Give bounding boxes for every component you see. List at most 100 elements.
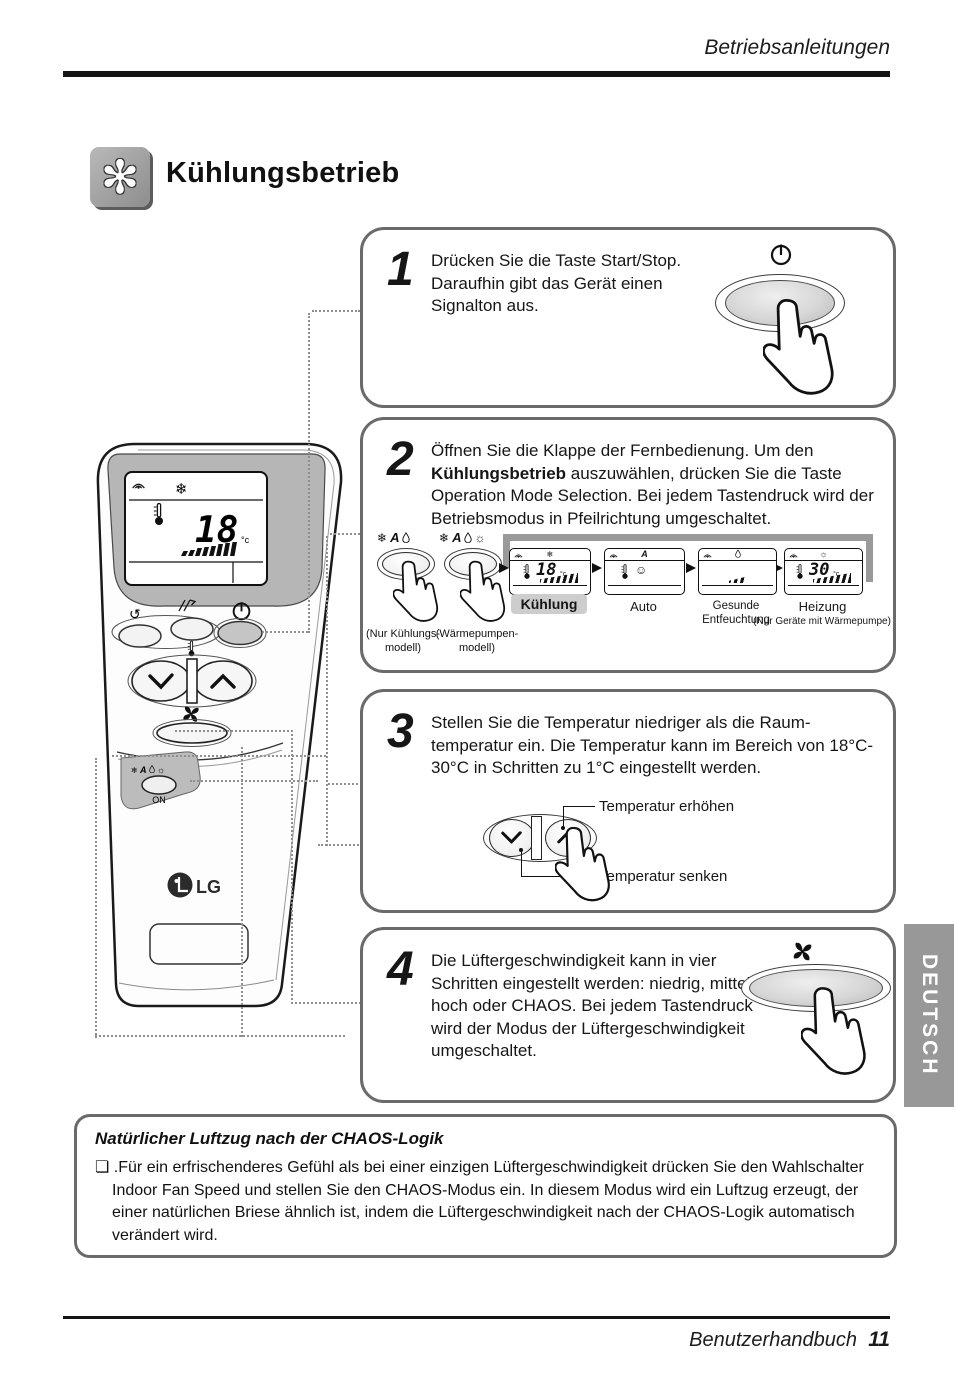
jet-cool-icon: ↺ — [129, 606, 141, 622]
battery-cover — [149, 923, 249, 965]
callout-line — [521, 876, 595, 877]
connector-dotted — [95, 1035, 345, 1037]
mode-symbols-heatpump: ❄A☼ — [439, 530, 486, 545]
arrow-right-icon — [592, 563, 602, 573]
mode-symbols-cooling: ❄A — [377, 530, 410, 545]
step-4-text: Die Lüftergeschwindigkeit kann in vier S… — [431, 951, 756, 1061]
panel-unit: °c — [833, 571, 840, 578]
connector-dotted — [328, 783, 362, 785]
connector-dotted — [291, 1002, 361, 1004]
connector-dotted — [318, 844, 362, 846]
lg-logo: LG — [167, 872, 221, 898]
header-section-title: Betriebsanleitungen — [704, 36, 890, 59]
language-tab: DEUTSCH — [904, 924, 954, 1107]
mode-button-caption: (Wärmepumpen- modell) — [435, 628, 519, 654]
lcd-panel-dry — [698, 548, 777, 595]
drop-icon — [402, 532, 410, 543]
hand-icon — [555, 826, 611, 904]
sun-icon: ☼ — [819, 549, 828, 559]
power-icon — [769, 242, 793, 266]
smiley-icon: ☺ — [635, 563, 648, 577]
step-number: 3 — [387, 705, 414, 758]
lcd-snowflake-icon: ❄ — [175, 481, 188, 498]
panel-caption-heating: Heizung — [798, 599, 847, 614]
mode-cycle-loop — [503, 534, 873, 541]
auto-icon: A — [641, 549, 648, 559]
snowflake-icon: ❄ — [377, 530, 389, 545]
step-4-box: 4 Die Lüftergeschwindigkeit kann in vier… — [360, 927, 896, 1103]
square-bullet-icon: ❏ — [95, 1159, 110, 1176]
panel-caption-heating-sub: (Nur Geräte mit Wärmepumpe) — [753, 616, 891, 627]
note-title: Natürlicher Luftzug nach der CHAOS-Logik — [95, 1129, 444, 1148]
lcd-temperature: 18 — [195, 510, 238, 551]
connector-dotted — [312, 310, 360, 312]
fan-bars-icon — [729, 577, 745, 583]
panel-caption-cooling: Kühlung — [510, 594, 588, 614]
step-number: 2 — [387, 433, 414, 486]
auto-icon: A — [390, 530, 401, 545]
connector-dotted — [330, 533, 360, 535]
step-3-text: Stellen Sie die Temperatur niedriger als… — [431, 713, 874, 778]
step-2-text: Öffnen Sie die Klappe der Fernbedienung.… — [431, 441, 874, 528]
footer-label: Benutzerhandbuch — [689, 1329, 858, 1351]
chevron-up-icon — [210, 673, 236, 689]
fan-speed-button — [156, 722, 228, 744]
lcd-fan-bars — [181, 542, 237, 556]
snowflake-icon: ✻ — [100, 151, 140, 203]
mode-cycle-loop — [866, 534, 873, 582]
svg-text:☼: ☼ — [157, 765, 165, 775]
arrow-right-icon — [686, 563, 696, 573]
connector-dotted — [308, 313, 310, 633]
panel-caption-auto: Auto — [630, 599, 657, 614]
drop-icon — [464, 532, 472, 543]
sun-icon: ☼ — [474, 530, 487, 545]
step-number: 4 — [387, 943, 414, 996]
fan-icon — [791, 940, 814, 963]
connector-dotted — [326, 536, 328, 846]
lcd-panel-auto: A ☺ — [604, 548, 685, 595]
step-2-box: 2 Öffnen Sie die Klappe der Fernbedienun… — [360, 417, 896, 673]
chaos-note-box: Natürlicher Luftzug nach der CHAOS-Logik… — [74, 1114, 897, 1258]
temp-up-button — [193, 660, 253, 702]
svg-text:❄: ❄ — [131, 766, 138, 775]
drop-icon — [735, 549, 741, 558]
fan-bars-icon — [540, 573, 578, 583]
fan-bars-icon — [813, 573, 851, 583]
step-2-bold: Kühlungsbetrieb — [431, 463, 567, 483]
air-direction-icon — [178, 599, 197, 612]
step-3-box: 3 Stellen Sie die Temperatur niedriger a… — [360, 689, 896, 913]
callout-line — [563, 806, 595, 807]
callout-dot — [561, 826, 565, 830]
hand-icon — [801, 986, 867, 1078]
step-number: 1 — [387, 243, 414, 296]
connector-dotted — [95, 758, 97, 1038]
panel-unit: °c — [560, 571, 567, 578]
connector-dotted — [112, 755, 326, 757]
thermometer-icon — [796, 563, 804, 580]
snowflake-icon: ❄ — [546, 550, 554, 559]
note-text: ❏ .Für ein erfrischenderes Gefühl als be… — [95, 1159, 864, 1245]
connector-dotted — [241, 747, 243, 1037]
panel-caption-dry: Gesunde Entfeuchtung — [702, 600, 770, 627]
arrow-right-icon — [773, 563, 783, 573]
language-tab-label: DEUTSCH — [918, 954, 941, 1077]
step-1-text: Drücken Sie die Taste Start/Stop. Darauf… — [431, 251, 682, 316]
mode-select-button — [141, 775, 177, 795]
footer: Benutzerhandbuch 11 — [689, 1328, 890, 1352]
header-rule — [63, 71, 890, 77]
mode-symbols: ❄ A ☼ — [131, 765, 165, 775]
remote-control-illustration: ❄ 18 °c ↺ — [96, 442, 343, 1008]
connector-dotted — [262, 631, 308, 633]
page-title: Kühlungsbetrieb — [166, 157, 400, 189]
lcd-unit: °c — [241, 535, 250, 545]
auto-icon: A — [452, 530, 463, 545]
air-direction-button — [170, 617, 214, 641]
step-1-box: 1 Drücken Sie die Taste Start/Stop. Dara… — [360, 227, 896, 408]
panel-temp: 18 — [536, 560, 557, 580]
brand-label: LG — [196, 877, 221, 897]
temp-down-button — [131, 660, 191, 702]
jet-cool-button — [118, 624, 162, 648]
label-temp-up: Temperatur erhöhen — [599, 798, 735, 815]
hand-icon — [393, 560, 439, 624]
